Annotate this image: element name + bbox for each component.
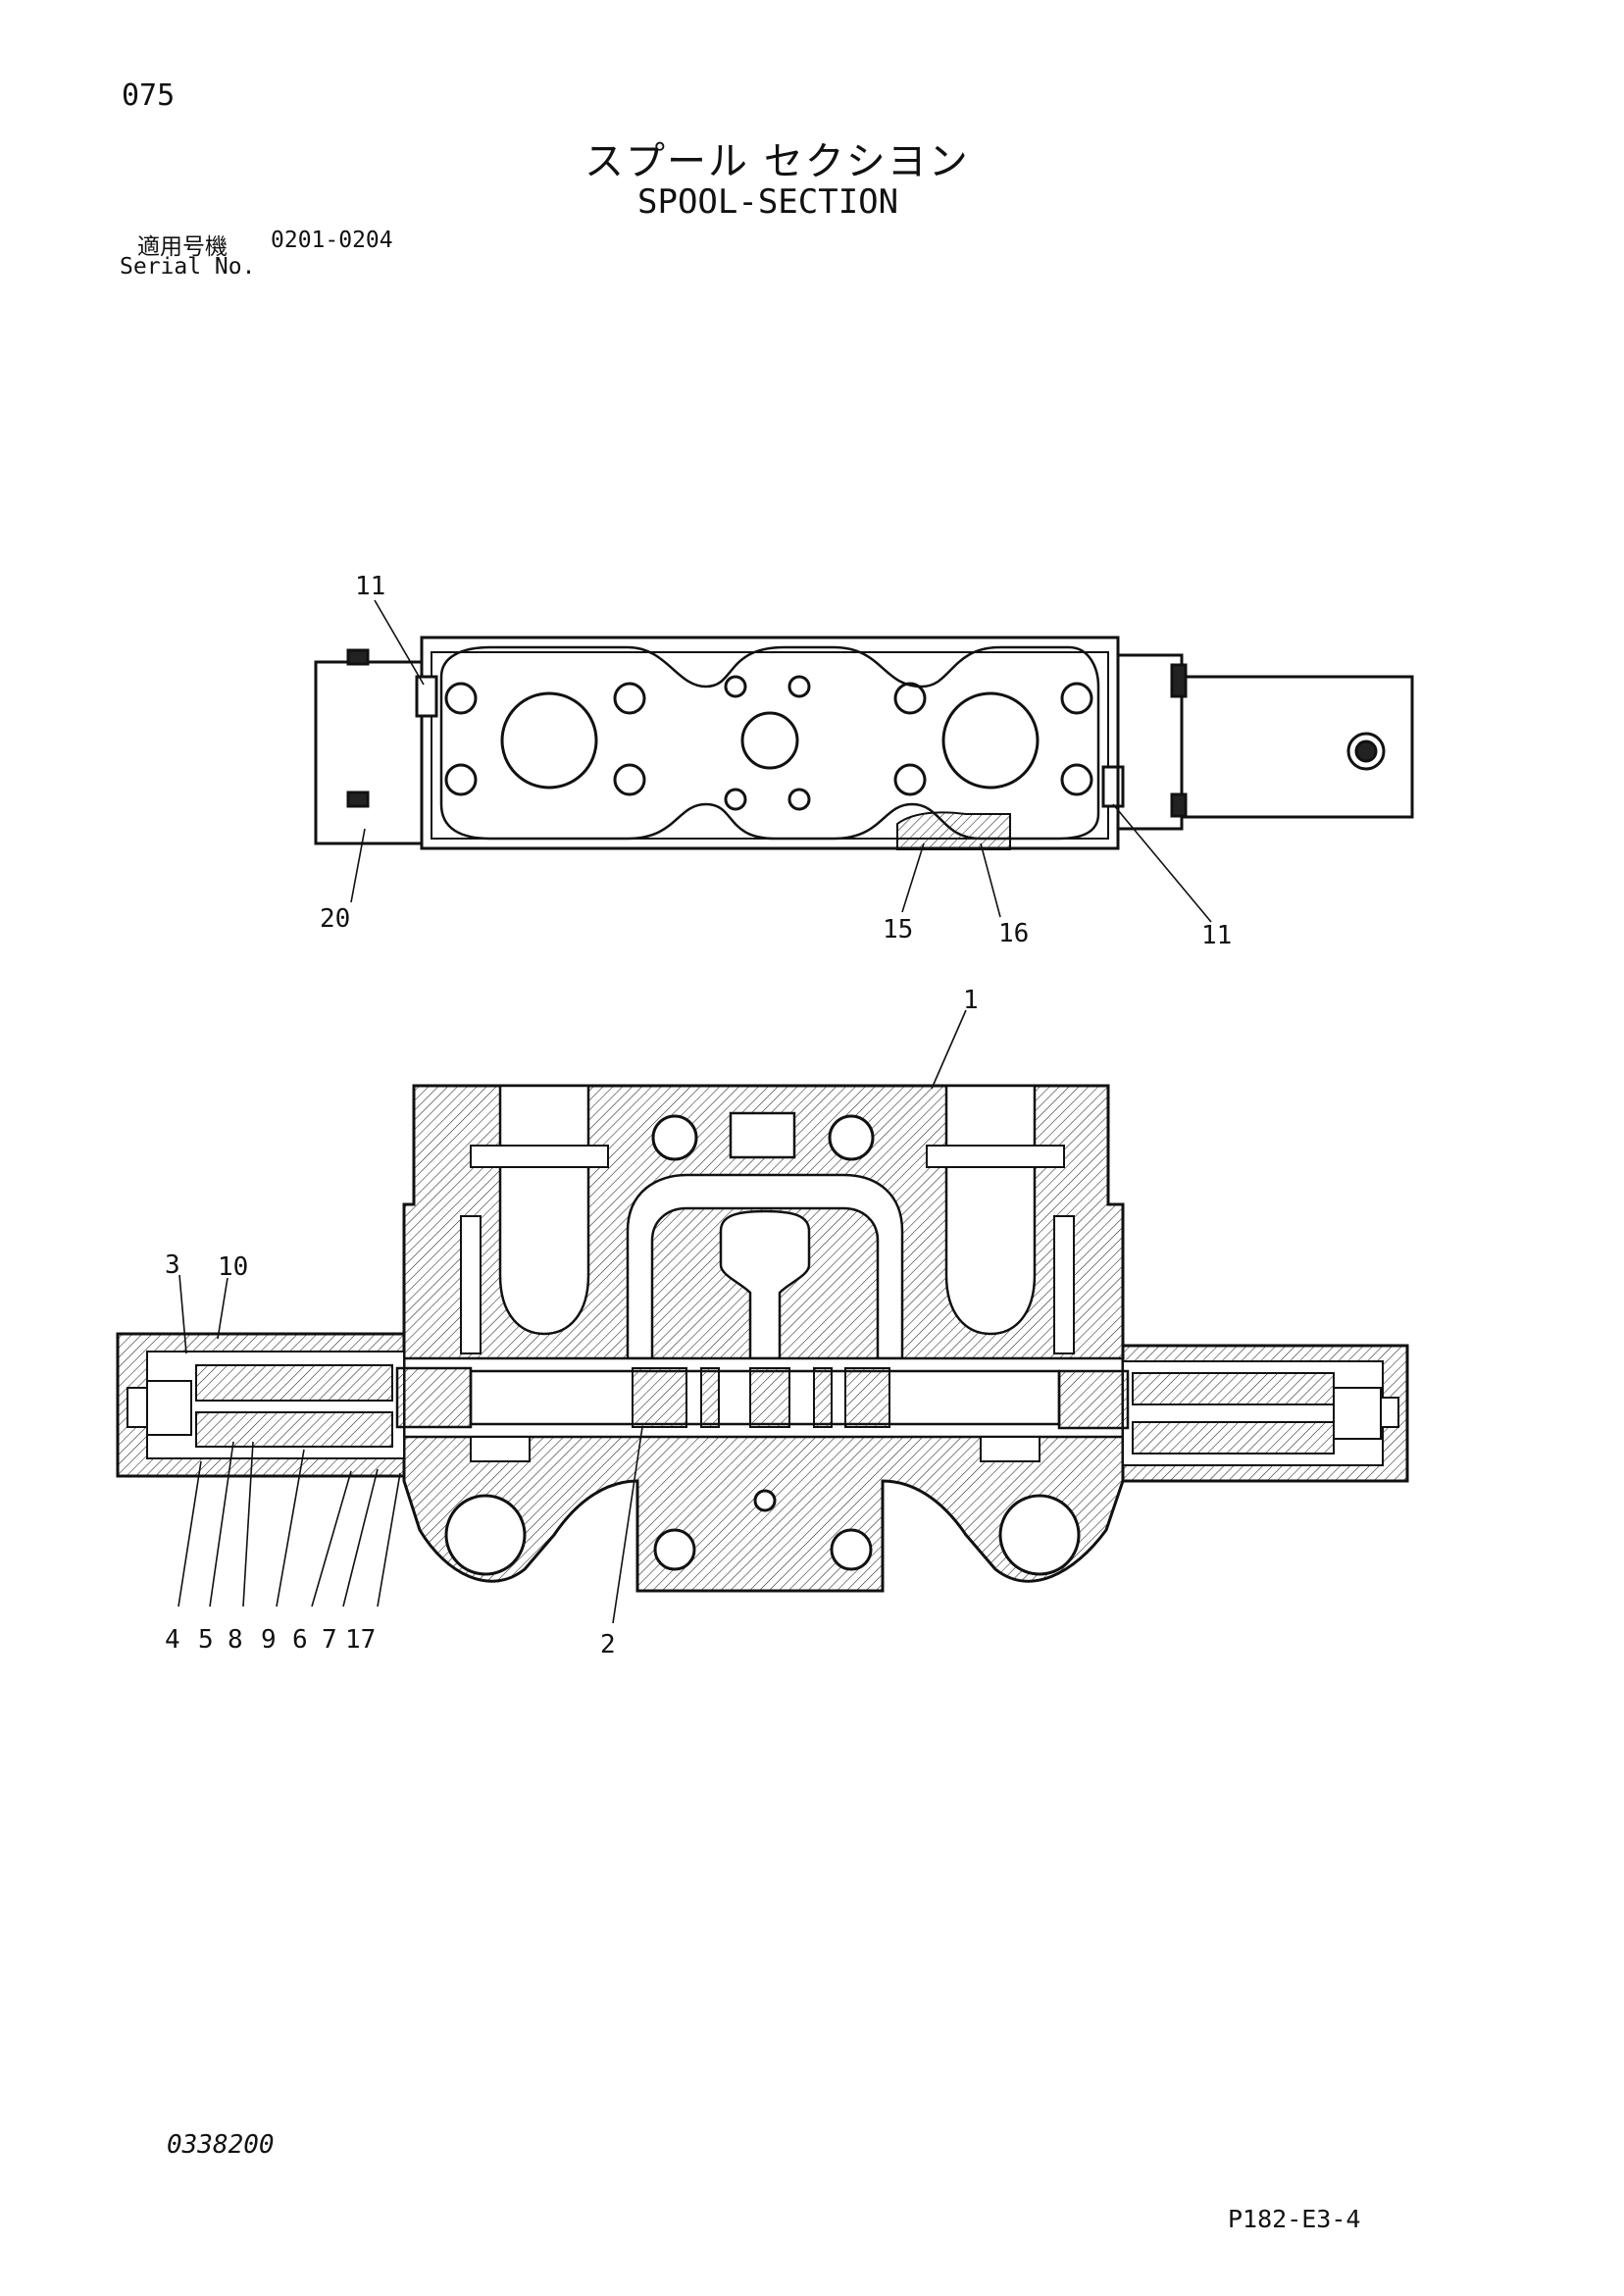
page-title-jp: スプール セクシヨン <box>584 139 970 184</box>
callout-2: 2 <box>600 1630 616 1659</box>
port-center <box>740 711 799 770</box>
spool-end-left <box>395 1366 473 1429</box>
top-view <box>314 636 1414 850</box>
serial-range: 0201-0204 <box>271 228 393 253</box>
callout-8: 8 <box>228 1625 243 1655</box>
seal-ring <box>346 648 370 666</box>
callout-11a: 11 <box>355 572 385 601</box>
callout-4: 4 <box>165 1625 180 1655</box>
callout-1: 1 <box>963 986 979 1015</box>
body-outline <box>420 636 1120 850</box>
right-cap <box>1116 653 1184 831</box>
callout-17: 17 <box>345 1625 376 1655</box>
right-spool-housing <box>1180 675 1414 819</box>
callout-10: 10 <box>218 1252 248 1282</box>
reference-code: P182-E3-4 <box>1228 2205 1361 2233</box>
callout-3: 3 <box>165 1250 180 1280</box>
left-cap <box>314 660 424 845</box>
plate-outline <box>439 645 1100 841</box>
callout-7: 7 <box>322 1625 337 1655</box>
plug-11 <box>1101 765 1125 808</box>
top-view-leaders <box>350 599 1212 923</box>
section-view <box>116 1084 1409 1593</box>
callout-11b: 11 <box>1201 921 1232 950</box>
serial-label-jp: 適用号機 <box>137 234 228 260</box>
port-large <box>941 691 1040 790</box>
section-view-leaders <box>178 1009 967 1624</box>
document-code: 0338200 <box>167 2130 275 2160</box>
seal-ring <box>346 791 370 808</box>
page-title-en: SPOOL-SECTION <box>637 182 899 222</box>
page-number: 075 <box>122 78 176 113</box>
cutaway <box>896 811 1011 850</box>
callout-20: 20 <box>320 904 350 934</box>
callout-16: 16 <box>998 919 1029 948</box>
serial-label-en: Serial No. <box>120 254 256 280</box>
plug-11 <box>415 675 438 718</box>
callout-15: 15 <box>883 915 913 944</box>
spool-end-right <box>1057 1369 1130 1430</box>
center-passage <box>719 1209 811 1360</box>
port-large <box>500 691 598 790</box>
callout-5: 5 <box>198 1625 214 1655</box>
callout-6: 6 <box>292 1625 308 1655</box>
callout-9: 9 <box>261 1625 277 1655</box>
